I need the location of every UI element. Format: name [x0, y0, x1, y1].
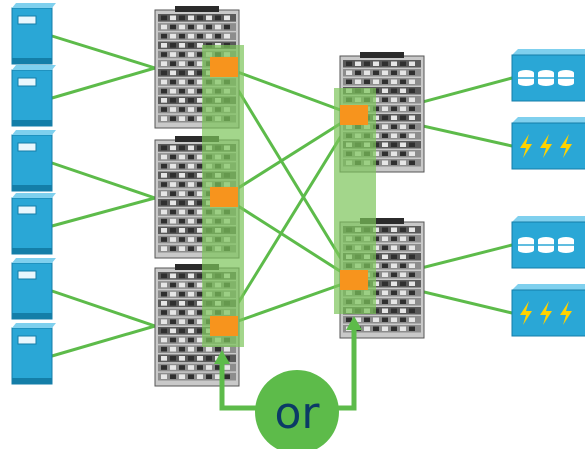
port-channel-highlights — [202, 45, 376, 347]
drive-bay-icon — [17, 335, 37, 345]
access-agg-link-2-1 — [223, 113, 355, 199]
host-server — [11, 130, 56, 192]
lightning-icon — [520, 134, 572, 158]
database-icon — [518, 237, 574, 253]
right-endpoint-devices — [511, 49, 585, 337]
drive-bay-icon — [17, 270, 37, 280]
or-label: or — [274, 388, 320, 439]
drive-bay-icon — [17, 142, 37, 152]
host-server — [11, 193, 56, 255]
host-server — [11, 323, 56, 385]
access-port — [210, 57, 238, 77]
storage-device — [511, 49, 585, 102]
database-icon — [518, 70, 574, 86]
or-circle — [255, 370, 339, 449]
aggregation-port — [340, 270, 368, 290]
network-links — [51, 34, 513, 358]
storage-device — [511, 216, 585, 269]
left-host-servers — [11, 3, 56, 385]
access-agg-link-1-2 — [222, 66, 356, 281]
power-device — [511, 117, 585, 170]
or-connector: or — [214, 316, 362, 449]
host-server — [11, 3, 56, 65]
host-uplink-2 — [51, 66, 156, 100]
host-uplink-5 — [51, 289, 156, 328]
or-arrowhead-right — [346, 316, 362, 330]
drive-bay-icon — [17, 15, 37, 25]
host-uplink-4 — [51, 196, 156, 228]
access-port — [210, 316, 238, 336]
or-arrow-left — [219, 362, 258, 411]
access-agg-link-3-1 — [222, 114, 356, 327]
host-uplink-3 — [51, 161, 156, 200]
host-server — [11, 65, 56, 127]
drive-bay-icon — [17, 77, 37, 87]
access-agg-link-1-1 — [223, 65, 355, 117]
access-port — [210, 187, 238, 207]
host-uplink-6 — [51, 324, 156, 358]
access-agg-link-2-2 — [223, 195, 355, 282]
host-server — [11, 258, 56, 320]
power-device — [511, 284, 585, 337]
lightning-icon — [520, 301, 572, 325]
host-uplink-1 — [51, 34, 156, 70]
or-arrow-right — [338, 328, 357, 411]
aggregation-port — [340, 105, 368, 125]
drive-bay-icon — [17, 205, 37, 215]
or-arrowhead-left — [214, 350, 230, 364]
access-agg-link-3-2 — [223, 278, 355, 328]
